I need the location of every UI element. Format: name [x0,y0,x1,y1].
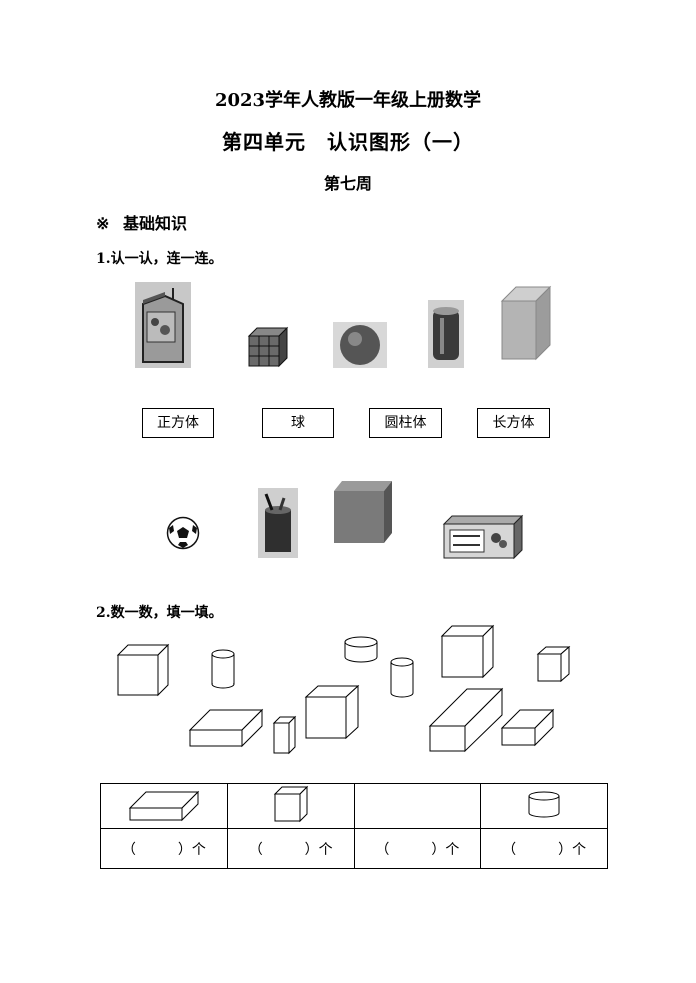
gift-box-icon[interactable] [442,514,524,560]
section-heading: ※ 基础知识 [96,210,187,234]
answer-cell[interactable]: （ ）个 [100,828,228,869]
ball-icon[interactable] [333,322,387,368]
cylinder-icon [390,657,414,698]
long-cuboid-icon [428,687,504,753]
worksheet-title: 2023学年人教版一年级上册数学 [214,90,482,111]
unit-title: 第四单元 认识图形（一） [222,130,474,154]
table-header-cell [100,783,228,829]
cylinder-icon [211,649,235,689]
label-cylinder[interactable]: 圆柱体 [369,408,442,438]
label-cube[interactable]: 正方体 [142,408,214,438]
cube-icon [536,645,571,683]
label-cuboid[interactable]: 长方体 [477,408,550,438]
dark-cube-icon[interactable] [334,481,392,543]
answer-cell[interactable]: （ ）个 [353,828,482,869]
cuboid-icon [272,715,297,755]
shapes-figure [116,624,571,755]
cube-icon [304,684,360,740]
cylinder-icon [344,636,378,663]
box-prism-icon[interactable] [500,285,552,361]
milk-carton-icon[interactable] [135,282,191,368]
flat-cuboid-icon [128,790,200,822]
section-name: 基础知识 [122,214,187,233]
cube-icon [440,624,495,679]
cube-icon [273,785,308,823]
soccer-ball-icon[interactable] [166,516,200,550]
week-label: 第七周 [323,174,372,193]
question-2-prompt: 2.数一数，填一填。 [96,605,223,621]
rubik-cube-icon[interactable] [247,326,289,368]
cube-icon [116,643,170,697]
label-sphere[interactable]: 球 [262,408,334,438]
pen-holder-icon[interactable] [258,488,298,558]
can-icon[interactable] [428,300,464,368]
flat-cuboid-icon [188,708,264,748]
table-header-cell [353,783,482,829]
table-header-cell [226,783,355,829]
answer-cell[interactable]: （ ）个 [480,828,608,869]
answer-cell[interactable]: （ ）个 [226,828,355,869]
flat-cuboid-icon [500,708,555,747]
cylinder-icon [528,791,560,818]
question-1-prompt: 1.认一认，连一连。 [96,251,223,267]
counting-table: （ ）个 （ ）个 （ ）个 （ ）个 [100,783,608,869]
table-header-cell [480,783,608,829]
reference-mark-icon: ※ [96,214,110,233]
